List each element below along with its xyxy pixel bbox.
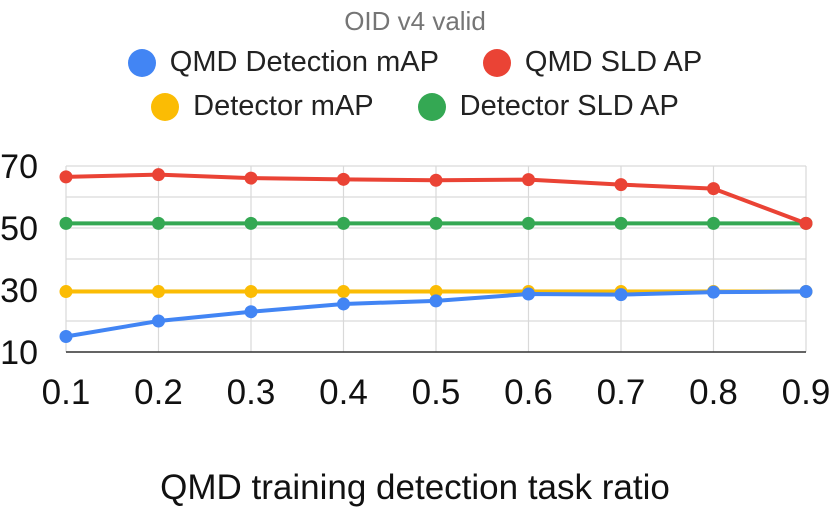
legend-item-qmd-sld-ap: QMD SLD AP [482, 46, 703, 79]
legend-item-detector-sld-ap: Detector SLD AP [417, 90, 679, 123]
data-point [59, 330, 73, 343]
y-tick-label: 30 [0, 272, 38, 310]
data-point [614, 178, 628, 192]
legend-item-detector-map: Detector mAP [151, 90, 374, 123]
y-tick-label: 70 [0, 148, 38, 186]
legend-swatch [482, 48, 511, 77]
data-point [799, 285, 813, 299]
x-tick-label: 0.9 [782, 373, 830, 412]
data-point [429, 294, 443, 308]
x-tick-label: 0.4 [319, 373, 368, 412]
legend-row-2: Detector mAP Detector SLD AP [0, 90, 830, 123]
data-point [614, 288, 628, 302]
data-point [244, 285, 258, 299]
data-point [614, 216, 628, 230]
data-point [152, 285, 165, 299]
data-point [429, 216, 443, 230]
data-point [152, 216, 165, 230]
data-point [152, 314, 165, 328]
data-point [429, 285, 443, 299]
data-point [59, 170, 73, 184]
data-point [152, 168, 165, 182]
data-point [337, 216, 350, 230]
legend-label: QMD Detection mAP [169, 46, 439, 78]
legend-label: Detector mAP [193, 90, 374, 122]
x-tick-label: 0.3 [227, 373, 276, 412]
legend-swatch [417, 92, 446, 121]
data-point [707, 182, 720, 196]
x-tick-label: 0.2 [134, 373, 183, 412]
data-point [522, 287, 535, 301]
x-tick-label: 0.6 [504, 373, 553, 412]
legend-row-1: QMD Detection mAP QMD SLD AP [0, 46, 830, 79]
data-point [429, 173, 443, 187]
y-tick-label: 50 [0, 210, 38, 248]
data-point [59, 285, 73, 299]
legend-label: QMD SLD AP [524, 46, 703, 78]
data-point [337, 285, 350, 299]
data-point [244, 305, 258, 319]
data-point [707, 216, 720, 230]
data-point [522, 173, 535, 187]
x-tick-label: 0.8 [689, 373, 738, 412]
legend-label: Detector SLD AP [459, 90, 679, 122]
x-axis-label: QMD training detection task ratio [160, 468, 670, 507]
data-point [337, 297, 350, 311]
x-tick-label: 0.1 [42, 373, 91, 412]
data-point [244, 171, 258, 185]
y-tick-label: 10 [0, 334, 38, 372]
data-point [59, 216, 73, 230]
x-tick-label: 0.7 [597, 373, 646, 412]
legend-swatch [127, 48, 156, 77]
data-point [799, 216, 813, 230]
legend-swatch [151, 92, 180, 121]
data-point [337, 172, 350, 186]
x-tick-label: 0.5 [412, 373, 461, 412]
legend-item-qmd-detection-map: QMD Detection mAP [127, 46, 439, 79]
data-point [707, 285, 720, 299]
chart-title: OID v4 valid [344, 6, 486, 36]
data-point [244, 216, 258, 230]
data-point [522, 216, 535, 230]
